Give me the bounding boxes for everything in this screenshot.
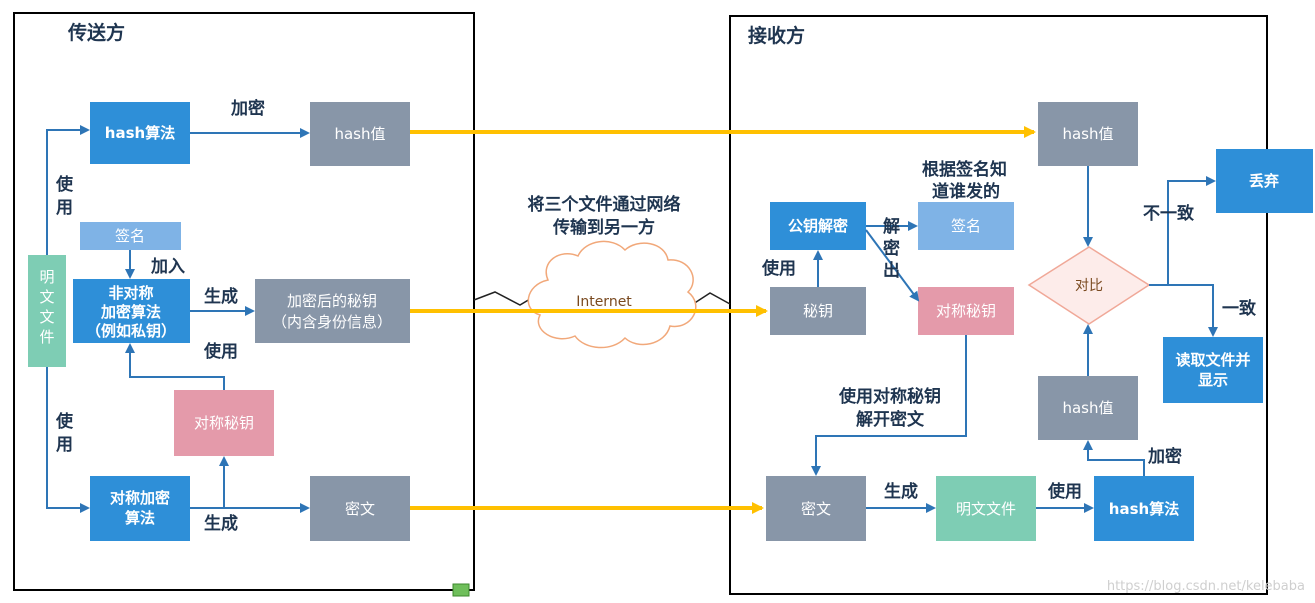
label-use-mid: 使用 — [203, 341, 238, 362]
arrow-plain-to-sym — [46, 367, 90, 513]
receiver-ciphertext-label: 密文 — [801, 500, 831, 518]
receiver-secret-key-label: 秘钥 — [803, 302, 833, 320]
arrow-symkey-to-asym — [125, 343, 225, 390]
sender-asym-algo-box — [73, 279, 190, 343]
receiver-plain-file-label: 明文文件 — [956, 500, 1016, 518]
receiver-hash-algo-label: hash算法 — [1109, 500, 1179, 518]
receiver-signature-label: 签名 — [951, 217, 981, 235]
receiver-ciphertext-box — [766, 476, 866, 541]
sender-hash-value-label: hash值 — [334, 125, 385, 143]
receiver-panel — [729, 15, 1268, 595]
resize-handle-icon[interactable] — [452, 583, 470, 597]
sender-plain-file-char2: 文 — [39, 288, 54, 306]
arrow-compare-to-read — [1168, 284, 1218, 337]
arrow-compare-to-discard — [1149, 176, 1216, 286]
label-generate-r: 生成 — [884, 481, 918, 502]
receiver-plain-file-box — [936, 476, 1036, 541]
arrow-plain-to-hash — [46, 125, 90, 255]
receiver-hash-value-bottom-label: hash值 — [1062, 399, 1113, 417]
receiver-pubkey-decrypt-box — [770, 202, 866, 250]
receiver-hash-value-bottom-box — [1038, 376, 1138, 440]
receiver-discard-label: 丢弃 — [1249, 172, 1279, 190]
internet-cloud — [527, 240, 697, 349]
label-decrypt-out-1: 解 — [883, 216, 900, 237]
receiver-pubkey-decrypt-label: 公钥解密 — [788, 217, 848, 235]
sender-asym-algo-line3: （例如私钥） — [86, 322, 176, 340]
internet-label: Internet — [576, 294, 632, 310]
sender-asym-algo-line2: 加密算法 — [100, 303, 161, 321]
label-use-top-1: 使 — [55, 174, 74, 195]
sender-title: 传送方 — [67, 21, 125, 44]
label-use-top-2: 用 — [56, 198, 73, 218]
label-match: 一致 — [1222, 298, 1257, 319]
arrow-hashalgo-to-value — [1083, 440, 1145, 476]
sender-sym-key-label: 对称秘钥 — [194, 414, 254, 432]
label-use-sym-open-2: 解开密文 — [856, 409, 925, 430]
label-generate-1: 生成 — [204, 286, 238, 307]
sender-sym-key-box — [174, 390, 274, 456]
sender-plain-file-box — [28, 255, 66, 367]
label-use-pub: 使用 — [761, 258, 796, 279]
label-know-signer-2: 道谁发的 — [932, 181, 1000, 202]
label-use-sym-open-1: 使用对称秘钥 — [838, 386, 941, 407]
label-know-signer-1: 根据签名知 — [922, 159, 1007, 180]
receiver-read-show-line1: 读取文件并 — [1175, 351, 1250, 369]
label-encrypt: 加密 — [230, 98, 265, 119]
arrow-symkey-to-cipher — [811, 335, 967, 476]
label-encrypt-r: 加密 — [1147, 446, 1182, 467]
sender-signature-box — [80, 222, 181, 250]
receiver-secret-key-box — [770, 287, 866, 335]
transfer-label-line2: 传输到另一方 — [552, 217, 655, 238]
sender-sym-algo-line2: 算法 — [125, 509, 155, 527]
sender-plain-file-char4: 件 — [39, 328, 54, 346]
receiver-sym-key-label: 对称秘钥 — [936, 302, 996, 320]
sender-ciphertext-box — [310, 476, 410, 541]
sender-panel — [13, 12, 475, 591]
sender-hash-algo-label: hash算法 — [105, 124, 175, 142]
sender-plain-file-char1: 明 — [39, 268, 54, 286]
receiver-title: 接收方 — [748, 24, 805, 47]
receiver-hash-algo-box — [1094, 476, 1194, 541]
arrow-pubdecrypt-to-symkey — [865, 229, 920, 302]
sender-ciphertext-label: 密文 — [345, 500, 375, 518]
receiver-read-show-box — [1163, 337, 1263, 403]
label-use-bottom-2: 用 — [56, 435, 73, 455]
sender-sym-algo-line1: 对称加密 — [110, 489, 170, 507]
sender-asym-algo-line1: 非对称 — [108, 284, 153, 302]
receiver-read-show-line2: 显示 — [1198, 371, 1228, 389]
sender-sym-algo-box — [90, 476, 190, 541]
label-use-bottom-1: 使 — [55, 411, 74, 432]
sender-signature-label: 签名 — [115, 227, 145, 245]
receiver-hash-value-top-box — [1038, 102, 1138, 166]
label-join: 加入 — [150, 257, 185, 277]
watermark: https://blog.csdn.net/kelebaba — [1107, 579, 1305, 594]
receiver-discard-box — [1216, 149, 1313, 213]
receiver-sym-key-box — [918, 287, 1014, 335]
label-decrypt-out-3: 出 — [883, 260, 900, 281]
sender-plain-file-char3: 文 — [39, 308, 54, 326]
sender-encrypted-key-line2: （内含身份信息） — [272, 313, 392, 331]
label-decrypt-out-2: 密 — [883, 238, 900, 259]
receiver-compare-label: 对比 — [1075, 278, 1103, 294]
sender-encrypted-key-box — [255, 279, 410, 343]
label-use-hash: 使用 — [1047, 481, 1082, 502]
transfer-label-line1: 将三个文件通过网络 — [528, 194, 681, 215]
receiver-signature-box — [918, 202, 1014, 250]
label-mismatch: 不一致 — [1143, 203, 1195, 224]
sender-hash-algo-box — [90, 102, 190, 164]
sender-hash-value-box — [310, 102, 410, 166]
receiver-hash-value-top-label: hash值 — [1062, 125, 1113, 143]
label-generate-2: 生成 — [204, 513, 238, 534]
sender-encrypted-key-line1: 加密后的秘钥 — [287, 292, 377, 310]
